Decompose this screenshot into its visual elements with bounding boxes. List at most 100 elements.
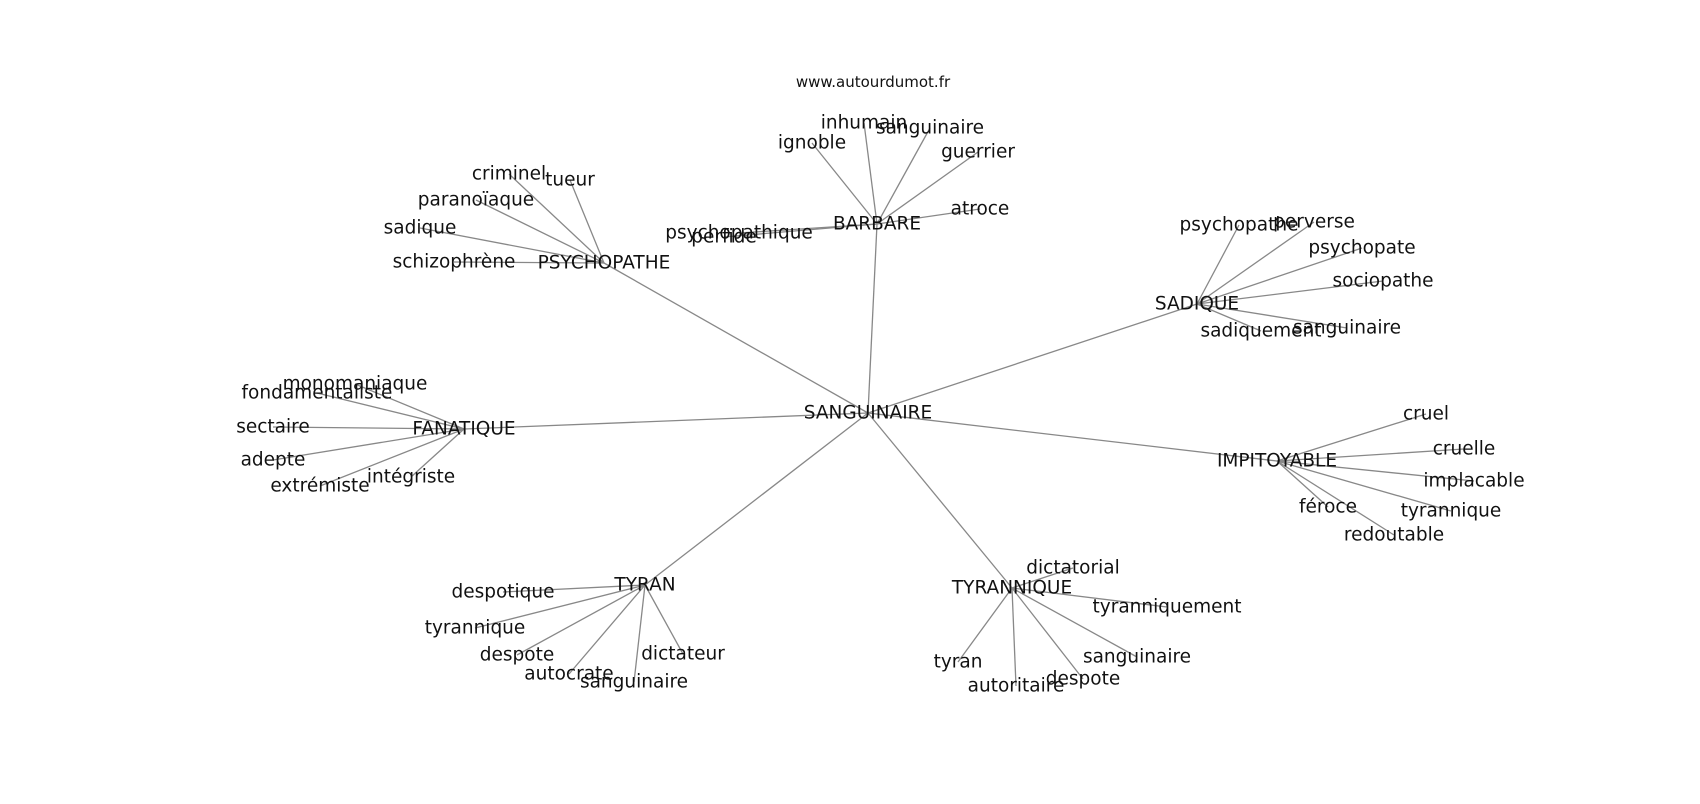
leaf-word-node: monomaniaque	[283, 374, 428, 395]
edge-sadique-word	[1196, 224, 1240, 305]
leaf-word-node: dictateur	[641, 644, 725, 665]
leaf-word-node: sadique	[384, 218, 457, 239]
edge-fanatique-word	[354, 383, 465, 430]
edge-fanatique-word	[319, 428, 465, 487]
edge-tyran-word	[516, 584, 646, 656]
edge-center-fanatique	[463, 412, 869, 430]
cluster-node-impitoyable: IMPITOYABLE	[1217, 451, 1337, 472]
leaf-word-node: extrémiste	[270, 476, 369, 497]
edge-tyrannique-word	[1011, 587, 1168, 608]
edges	[272, 122, 1475, 687]
leaf-word-node: perverse	[1273, 212, 1355, 233]
edge-tyran-word	[568, 584, 646, 675]
edge-center-tyrannique	[867, 412, 1013, 589]
leaf-word-node: psychopathique	[665, 223, 813, 244]
leaf-word-node: schizophrène	[393, 252, 516, 273]
edge-barbare-word	[876, 151, 979, 225]
edge-fanatique-word	[272, 426, 465, 430]
leaf-word-node: autoritaire	[968, 676, 1065, 697]
cluster-node-tyrannique: TYRANNIQUE	[951, 578, 1072, 599]
cluster-node-barbare: BARBARE	[833, 214, 921, 235]
leaf-word-node: sanguinaire	[580, 672, 688, 693]
edge-psychopathe-word	[475, 199, 605, 264]
edge-tyrannique-word	[957, 587, 1013, 663]
leaf-word-node: ignoble	[778, 133, 846, 154]
edge-center-psychopathe	[603, 262, 869, 414]
edge-tyrannique-word	[1011, 567, 1074, 589]
center-node: SANGUINAIRE	[804, 403, 932, 424]
leaf-word-node: cruel	[1403, 404, 1449, 425]
edge-tyran-word	[644, 584, 684, 655]
edge-sadique-word	[1196, 303, 1348, 329]
leaf-word-node: cruelle	[1433, 439, 1496, 460]
labels: ignobleinhumainsanguinaireguerrieratroce…	[236, 113, 1524, 697]
leaf-word-node: tyrannique	[425, 618, 526, 639]
edge-impitoyable-word	[1276, 460, 1329, 508]
edge-impitoyable-word	[1276, 448, 1465, 462]
edge-psychopathe-word	[419, 227, 605, 264]
source-credit: www.autourdumot.fr	[795, 73, 951, 91]
cluster-node-fanatique: FANATIQUE	[412, 419, 515, 440]
cluster-node-psychopathe: PSYCHOPATHE	[538, 253, 671, 274]
edge-fanatique-word	[272, 428, 465, 461]
leaf-word-node: sanguinaire	[876, 118, 984, 139]
leaf-word-node: intégriste	[367, 467, 455, 488]
edge-sadique-word	[1196, 247, 1363, 305]
leaf-word-node: tyran	[934, 652, 983, 673]
edge-tyrannique-word	[1011, 587, 1084, 680]
edge-barbare-word	[876, 208, 981, 225]
edge-fanatique-word	[316, 392, 465, 430]
leaf-word-node: sanguinaire	[1083, 647, 1191, 668]
leaf-word-node: sociopathe	[1332, 271, 1433, 292]
edge-center-barbare	[867, 223, 878, 414]
edge-tyran-word	[633, 584, 646, 683]
leaf-word-node: sadiquement	[1200, 321, 1321, 342]
edge-barbare-word	[738, 223, 878, 234]
edge-center-sadique	[867, 303, 1198, 414]
leaf-word-node: criminel	[472, 164, 546, 185]
edge-impitoyable-word	[1276, 460, 1395, 536]
leaf-word-node: despote	[1046, 669, 1120, 690]
edge-impitoyable-word	[1276, 460, 1452, 512]
leaf-word-node: autocrate	[524, 664, 613, 685]
edge-center-tyran	[644, 412, 869, 586]
cluster-node-sadique: SADIQUE	[1155, 294, 1239, 315]
leaf-word-node: despotique	[451, 582, 554, 603]
edge-psychopathe-word	[453, 261, 605, 264]
edge-psychopathe-word	[508, 173, 605, 264]
leaf-word-node: psychopathe	[1180, 215, 1299, 236]
leaf-word-node: tyrannique	[1401, 501, 1502, 522]
edge-sadique-word	[1196, 221, 1315, 305]
leaf-word-node: despote	[480, 645, 554, 666]
leaf-word-node: tueur	[545, 170, 595, 191]
edge-tyrannique-word	[1011, 587, 1017, 687]
leaf-word-node: perfide	[691, 227, 757, 248]
edge-tyran-word	[474, 584, 646, 629]
leaf-word-node: fondamentaliste	[242, 383, 393, 404]
edge-sadique-word	[1196, 303, 1262, 332]
edge-barbare-word	[863, 122, 878, 225]
leaf-word-node: implacable	[1423, 471, 1524, 492]
edge-psychopathe-word	[569, 179, 605, 264]
edge-tyrannique-word	[1011, 587, 1138, 658]
edge-fanatique-word	[410, 428, 465, 478]
leaf-word-node: féroce	[1299, 497, 1357, 518]
edge-impitoyable-word	[1276, 460, 1475, 482]
leaf-word-node: paranoïaque	[418, 190, 534, 211]
leaf-word-node: dictatorial	[1026, 558, 1119, 579]
leaf-word-node: adepte	[241, 450, 306, 471]
edge-barbare-word	[811, 142, 878, 225]
leaf-word-node: psychopate	[1308, 238, 1415, 259]
edge-sadique-word	[1196, 280, 1384, 305]
leaf-word-node: sectaire	[236, 417, 310, 438]
edge-impitoyable-word	[1276, 413, 1427, 462]
leaf-word-node: guerrier	[941, 142, 1015, 163]
leaf-word-node: sanguinaire	[1293, 318, 1401, 339]
leaf-word-node: redoutable	[1344, 525, 1444, 546]
leaf-word-node: inhumain	[821, 113, 908, 134]
edge-tyran-word	[502, 584, 646, 593]
leaf-word-node: tyranniquement	[1093, 597, 1242, 618]
leaf-word-node: atroce	[951, 199, 1010, 220]
